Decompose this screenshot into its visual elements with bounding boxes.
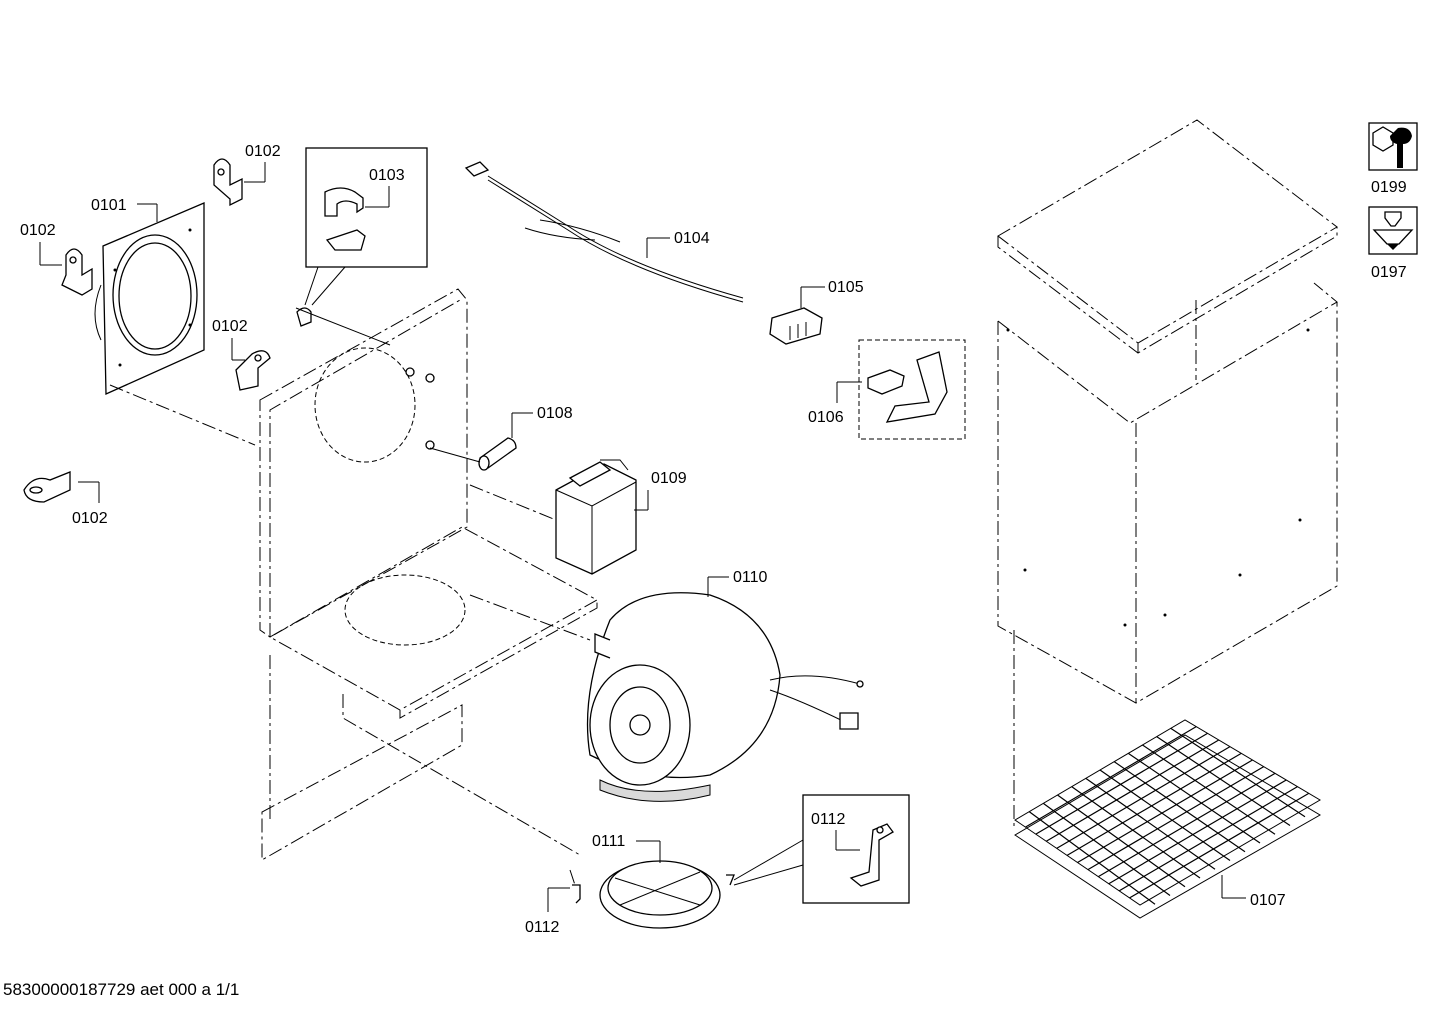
detail-box-0112 xyxy=(726,794,910,904)
housing-box xyxy=(997,282,1338,830)
grid-wire xyxy=(1085,777,1216,870)
grid-wire xyxy=(1071,786,1201,879)
label-0101: 0101 xyxy=(91,197,127,214)
label-0111: 0111 xyxy=(592,833,625,850)
grid-wire xyxy=(1045,739,1220,842)
grid-wire xyxy=(1035,732,1208,835)
grid-wire xyxy=(1025,726,1197,828)
grid-wire xyxy=(1156,736,1291,826)
label-0104: 0104 xyxy=(674,230,710,247)
label-0112-right: 0112 xyxy=(811,811,846,828)
bracket-0102-top xyxy=(213,158,243,207)
mounting-ring-0111 xyxy=(599,860,721,929)
tool-icon-screwdriver xyxy=(1368,206,1418,255)
label-0103: 0103 xyxy=(369,167,405,184)
grid-wire xyxy=(1142,744,1276,835)
wire-harness-0104 xyxy=(464,161,744,303)
label-0199: 0199 xyxy=(1371,179,1407,196)
grid-wire xyxy=(1066,752,1242,856)
grid-wire xyxy=(1129,792,1310,899)
label-0102-bottom: 0102 xyxy=(72,510,108,527)
label-0102-mid: 0102 xyxy=(212,318,248,335)
label-0106: 0106 xyxy=(808,409,844,426)
detail-box-0106 xyxy=(858,339,966,440)
control-box-0109 xyxy=(469,459,637,575)
label-0109: 0109 xyxy=(651,470,687,487)
bracket-0102-mid xyxy=(235,350,271,391)
label-0107: 0107 xyxy=(1250,892,1286,909)
grid-wire xyxy=(1077,759,1253,864)
grid-wire xyxy=(1108,779,1287,885)
mounting-plate-0101 xyxy=(94,202,205,395)
label-0110: 0110 xyxy=(733,569,768,586)
grid-wire xyxy=(1098,772,1276,878)
grid-wire xyxy=(1042,802,1171,896)
bracket-0102-bottom xyxy=(23,471,71,503)
blower-motor-0110 xyxy=(469,592,864,802)
detail-box-0103 xyxy=(296,147,428,327)
clip-0112-left xyxy=(569,869,581,904)
grid-wire xyxy=(1056,746,1231,849)
grid-wire xyxy=(1087,766,1265,871)
label-0112-left: 0112 xyxy=(525,919,560,936)
grid-wire xyxy=(1057,794,1186,888)
grid-wire xyxy=(1113,761,1246,853)
label-0105: 0105 xyxy=(828,279,864,296)
capacitor-0108 xyxy=(429,437,517,471)
back-panel-frame xyxy=(259,288,599,861)
label-0102-left: 0102 xyxy=(20,222,56,239)
bracket-0102-left xyxy=(61,248,93,296)
grid-wire xyxy=(1170,727,1306,818)
label-0102-top: 0102 xyxy=(245,143,281,160)
label-0197: 0197 xyxy=(1371,264,1407,281)
tool-icon-wrench xyxy=(1368,122,1418,171)
cover-lid xyxy=(997,119,1338,354)
document-code: 58300000187729 aet 000 a 1/1 xyxy=(3,980,240,999)
grease-filter-grid xyxy=(1014,719,1321,919)
grid-wire xyxy=(1099,769,1231,861)
grid-wire xyxy=(1127,752,1261,844)
grid-wire xyxy=(1118,786,1298,892)
connector-0105 xyxy=(769,307,823,345)
grid-wire xyxy=(1028,811,1156,905)
label-0108: 0108 xyxy=(537,405,573,422)
